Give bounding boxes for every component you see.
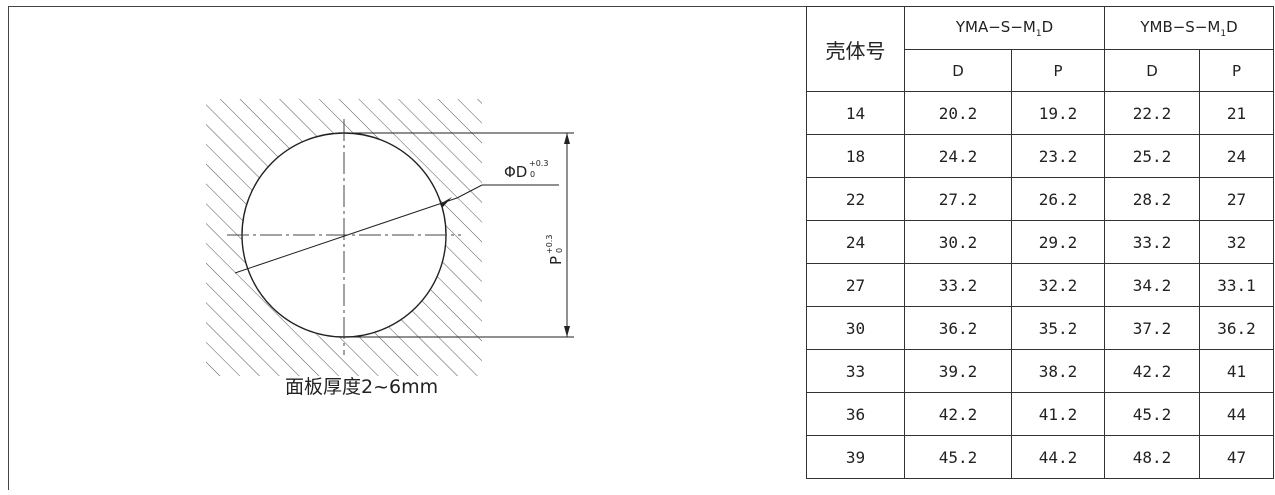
cell-b-p: 32 bbox=[1199, 220, 1274, 264]
table-row: 18 24.2 23.2 25.2 24 bbox=[806, 134, 1274, 178]
cell-b-d: 48.2 bbox=[1104, 435, 1200, 479]
cell-b-d: 34.2 bbox=[1104, 263, 1200, 307]
p-tol-lower: 0 bbox=[555, 248, 564, 253]
cell-a-d: 33.2 bbox=[904, 263, 1012, 307]
cell-a-d: 42.2 bbox=[904, 392, 1012, 436]
shell-number: 33 bbox=[806, 349, 905, 393]
diameter-label: ΦD bbox=[504, 163, 527, 181]
cell-a-d: 36.2 bbox=[904, 306, 1012, 350]
cell-b-p: 24 bbox=[1199, 134, 1274, 178]
cell-a-p: 23.2 bbox=[1011, 134, 1105, 178]
sub-header-a-d: D bbox=[904, 49, 1012, 92]
table-row: 39 45.2 44.2 48.2 47 bbox=[806, 435, 1274, 479]
cell-b-p: 41 bbox=[1199, 349, 1274, 393]
table-row: 30 36.2 35.2 37.2 36.2 bbox=[806, 306, 1274, 350]
shell-number: 22 bbox=[806, 177, 905, 221]
table-row: 14 20.2 19.2 22.2 21 bbox=[806, 91, 1274, 135]
diameter-tol-lower: 0 bbox=[530, 170, 535, 179]
cell-a-p: 26.2 bbox=[1011, 177, 1105, 221]
shell-number: 36 bbox=[806, 392, 905, 436]
diameter-tol-upper: +0.3 bbox=[529, 159, 548, 168]
group-a-header: YMA−S−M1D bbox=[904, 6, 1105, 50]
cell-b-d: 42.2 bbox=[1104, 349, 1200, 393]
panel-cutout-drawing: ΦD +0.3 0 P +0.3 0 bbox=[206, 99, 574, 376]
shell-number: 24 bbox=[806, 220, 905, 264]
cell-b-p: 44 bbox=[1199, 392, 1274, 436]
cell-a-d: 20.2 bbox=[904, 91, 1012, 135]
cell-a-d: 27.2 bbox=[904, 177, 1012, 221]
table-row: 33 39.2 38.2 42.2 41 bbox=[806, 349, 1274, 393]
p-tol-upper: +0.3 bbox=[545, 235, 554, 254]
cell-a-d: 39.2 bbox=[904, 349, 1012, 393]
sub-header-a-p: P bbox=[1011, 49, 1105, 92]
cell-b-d: 33.2 bbox=[1104, 220, 1200, 264]
table-row: 36 42.2 41.2 45.2 44 bbox=[806, 392, 1274, 436]
dimension-table: 壳体号 YMA−S−M1D YMB−S−M1D D P D P 14 20.2 … bbox=[806, 6, 1274, 479]
table-row: 22 27.2 26.2 28.2 27 bbox=[806, 177, 1274, 221]
cell-a-p: 35.2 bbox=[1011, 306, 1105, 350]
diameter-leader bbox=[234, 197, 458, 274]
cell-a-p: 44.2 bbox=[1011, 435, 1105, 479]
cell-a-p: 32.2 bbox=[1011, 263, 1105, 307]
table-row: 24 30.2 29.2 33.2 32 bbox=[806, 220, 1274, 264]
shell-number-header: 壳体号 bbox=[806, 6, 905, 92]
panel-thickness-caption: 面板厚度2~6mm bbox=[285, 376, 439, 398]
cell-a-p: 29.2 bbox=[1011, 220, 1105, 264]
cell-b-d: 22.2 bbox=[1104, 91, 1200, 135]
cell-a-d: 24.2 bbox=[904, 134, 1012, 178]
shell-number: 30 bbox=[806, 306, 905, 350]
cell-a-p: 19.2 bbox=[1011, 91, 1105, 135]
cell-b-d: 25.2 bbox=[1104, 134, 1200, 178]
p-label: P bbox=[547, 256, 565, 265]
shell-number: 39 bbox=[806, 435, 905, 479]
table-row: 27 33.2 32.2 34.2 33.1 bbox=[806, 263, 1274, 307]
shell-number: 14 bbox=[806, 91, 905, 135]
cell-b-p: 21 bbox=[1199, 91, 1274, 135]
cell-b-p: 36.2 bbox=[1199, 306, 1274, 350]
cell-a-p: 41.2 bbox=[1011, 392, 1105, 436]
cell-b-p: 33.1 bbox=[1199, 263, 1274, 307]
group-b-header: YMB−S−M1D bbox=[1104, 6, 1274, 50]
cell-b-d: 45.2 bbox=[1104, 392, 1200, 436]
cell-a-p: 38.2 bbox=[1011, 349, 1105, 393]
cell-b-p: 27 bbox=[1199, 177, 1274, 221]
sub-header-b-p: P bbox=[1199, 49, 1274, 92]
shell-number: 18 bbox=[806, 134, 905, 178]
cell-a-d: 30.2 bbox=[904, 220, 1012, 264]
shell-number: 27 bbox=[806, 263, 905, 307]
sub-header-b-d: D bbox=[1104, 49, 1200, 92]
cell-b-d: 37.2 bbox=[1104, 306, 1200, 350]
cell-a-d: 45.2 bbox=[904, 435, 1012, 479]
cell-b-d: 28.2 bbox=[1104, 177, 1200, 221]
page-frame bbox=[8, 6, 1272, 490]
cell-b-p: 47 bbox=[1199, 435, 1274, 479]
